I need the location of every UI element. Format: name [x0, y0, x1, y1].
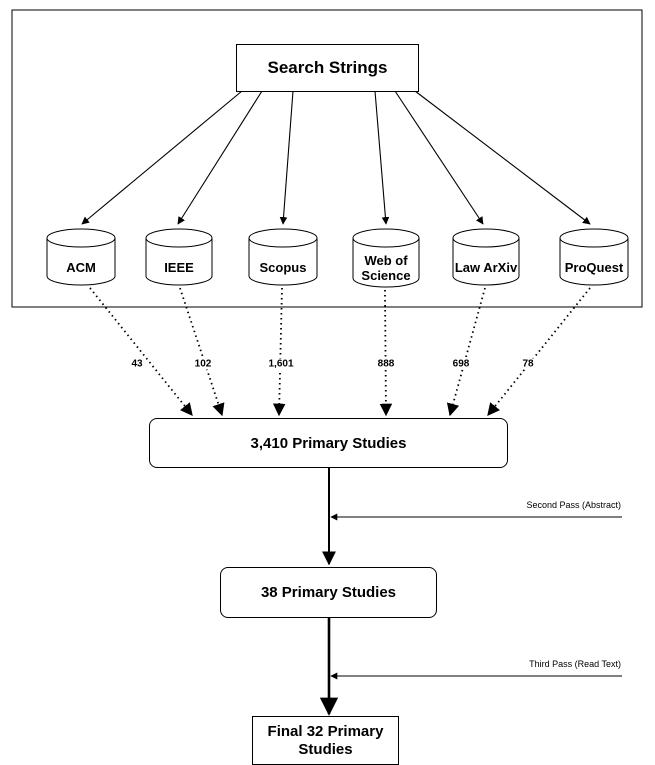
arrow-to-law-arxiv — [394, 90, 484, 225]
primary-studies-box: 3,410 Primary Studies — [149, 418, 508, 468]
count-scopus: 1,601 — [267, 358, 295, 370]
database-cylinders — [46, 228, 629, 288]
primary-studies-label: 3,410 Primary Studies — [250, 434, 407, 452]
dotted-arrow-ieee — [179, 287, 225, 417]
arrow-to-web-of-science — [374, 90, 390, 225]
cylinder-ieee — [145, 228, 213, 286]
third-pass-label: Third Pass (Read Text) — [529, 659, 621, 669]
count-law-arxiv: 698 — [451, 358, 471, 370]
database-label-law-arxiv: Law ArXiv — [454, 259, 518, 275]
search-arrows — [81, 90, 591, 225]
search-strings-label: Search Strings — [267, 58, 388, 77]
count-acm: 43 — [130, 358, 144, 370]
database-label-proquest: ProQuest — [564, 259, 624, 275]
count-web-of-science: 888 — [376, 358, 396, 370]
second-pass-label: Second Pass (Abstract) — [526, 500, 621, 510]
cylinder-web-of-science — [352, 228, 420, 288]
count-proquest: 78 — [521, 358, 535, 370]
dotted-arrow-proquest — [487, 287, 591, 416]
arrow-to-ieee — [177, 90, 263, 225]
count-ieee: 102 — [193, 358, 213, 370]
database-label-ieee: IEEE — [164, 259, 194, 275]
search-strings-box: Search Strings — [236, 44, 419, 92]
dotted-arrows — [89, 287, 591, 417]
cylinder-proquest — [559, 228, 629, 286]
database-label-web-of-science: Web of Science — [361, 253, 411, 283]
final-studies-label: Final 32 Primary Studies — [267, 722, 384, 758]
dotted-arrow-scopus — [272, 287, 286, 417]
final-studies-box: Final 32 Primary Studies — [252, 716, 399, 765]
screened-studies-label: 38 Primary Studies — [260, 584, 397, 601]
screened-studies-box: 38 Primary Studies — [220, 567, 437, 618]
cylinder-scopus — [248, 228, 318, 286]
arrow-to-proquest — [414, 90, 591, 225]
cylinder-law-arxiv — [452, 228, 520, 286]
database-label-acm: ACM — [66, 259, 96, 275]
cylinder-acm — [46, 228, 116, 286]
dotted-arrow-web-of-science — [379, 289, 393, 417]
dotted-arrow-acm — [89, 287, 193, 416]
sources-frame — [11, 9, 643, 308]
arrow-to-scopus — [279, 90, 294, 225]
arrow-to-acm — [81, 90, 243, 225]
database-label-scopus: Scopus — [259, 259, 307, 275]
dotted-arrow-law-arxiv — [446, 287, 486, 417]
flow-arrows — [319, 468, 622, 716]
